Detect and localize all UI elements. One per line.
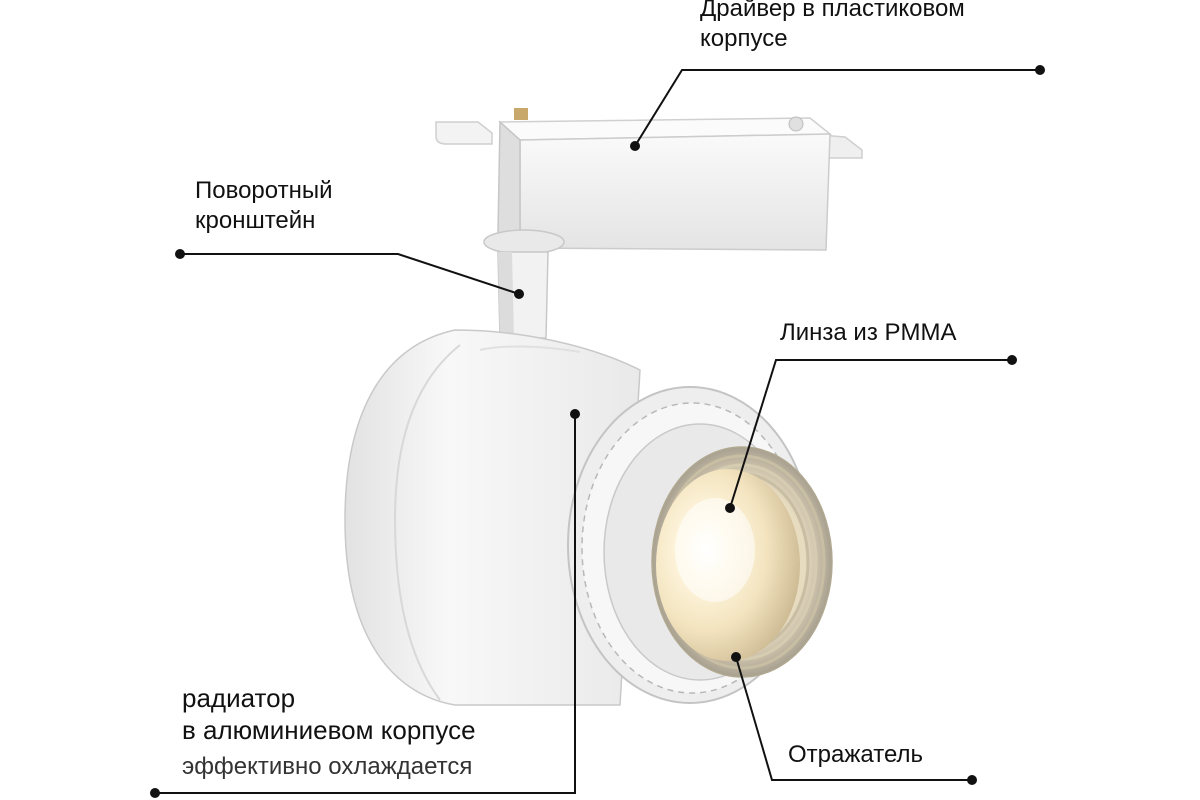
label-bracket-line-1: Поворотный xyxy=(195,177,333,204)
swivel-bracket xyxy=(483,229,565,339)
label-radiator-line-2: в алюминиевом корпусе xyxy=(182,715,476,746)
driver-housing xyxy=(435,108,863,251)
label-lens: Линза из PMMA xyxy=(780,319,957,346)
leader-line-bracket xyxy=(180,253,520,295)
label-bracket-line-2: кронштейн xyxy=(195,207,316,235)
leader-lines xyxy=(155,69,1040,794)
pmma-lens xyxy=(656,469,800,661)
leader-line-driver xyxy=(634,69,1040,147)
leader-line-lens xyxy=(729,359,1012,509)
label-cooling: эффективно охлаждается xyxy=(182,753,473,780)
label-driver-line-1: Драйвер в пластиковом xyxy=(700,0,965,22)
leader-line-radiator xyxy=(155,414,576,794)
leader-dots xyxy=(150,65,1045,798)
label-reflector: Отражатель xyxy=(788,741,924,768)
label-radiator: радиатор в алюминиевом корпусе xyxy=(182,682,476,746)
label-radiator-line-1: радиатор xyxy=(182,683,296,713)
radiator-body xyxy=(344,329,641,706)
label-bracket: Поворотный кронштейн xyxy=(195,176,333,237)
label-driver-line-2: корпусе xyxy=(700,25,788,53)
label-driver: Драйвер в пластиковом корпусе xyxy=(700,0,965,55)
leader-line-reflector xyxy=(735,656,972,781)
